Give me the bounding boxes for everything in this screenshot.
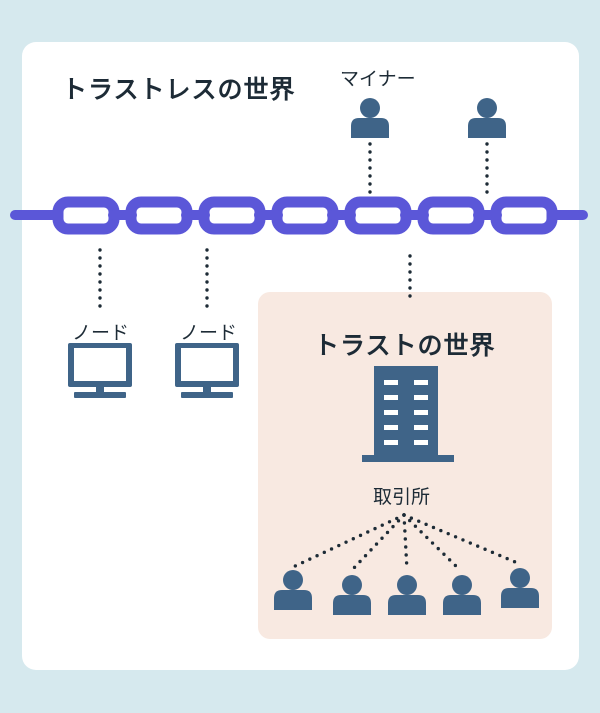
user-person-icon-5 — [501, 568, 539, 608]
node-monitor-icon-2 — [175, 343, 239, 398]
user-person-icon-1 — [274, 570, 312, 610]
trustless-world-title: トラストレスの世界 — [62, 75, 296, 104]
miner-label: マイナー — [340, 68, 416, 90]
node-label-2: ノード — [180, 322, 238, 344]
chain-link-1 — [52, 196, 120, 235]
user-person-icon-3 — [388, 575, 426, 615]
trust-world-title: トラストの世界 — [314, 331, 496, 360]
chain-link-3 — [198, 196, 266, 235]
miner-person-icon-1 — [351, 98, 389, 138]
node-monitor-icon-1 — [68, 343, 132, 398]
chain-link-7 — [490, 196, 558, 235]
chain-link-4 — [271, 196, 339, 235]
node-label-1: ノード — [72, 322, 130, 344]
blockchain-chain — [10, 196, 588, 235]
user-person-icon-4 — [443, 575, 481, 615]
miner-person-icon-2 — [468, 98, 506, 138]
connector-lines — [98, 142, 522, 572]
chain-link-2 — [125, 196, 193, 235]
exchange-building-icon — [362, 366, 454, 462]
chain-link-6 — [417, 196, 485, 235]
exchange-label: 取引所 — [373, 486, 431, 508]
chain-link-5 — [344, 196, 412, 235]
user-person-icon-2 — [333, 575, 371, 615]
